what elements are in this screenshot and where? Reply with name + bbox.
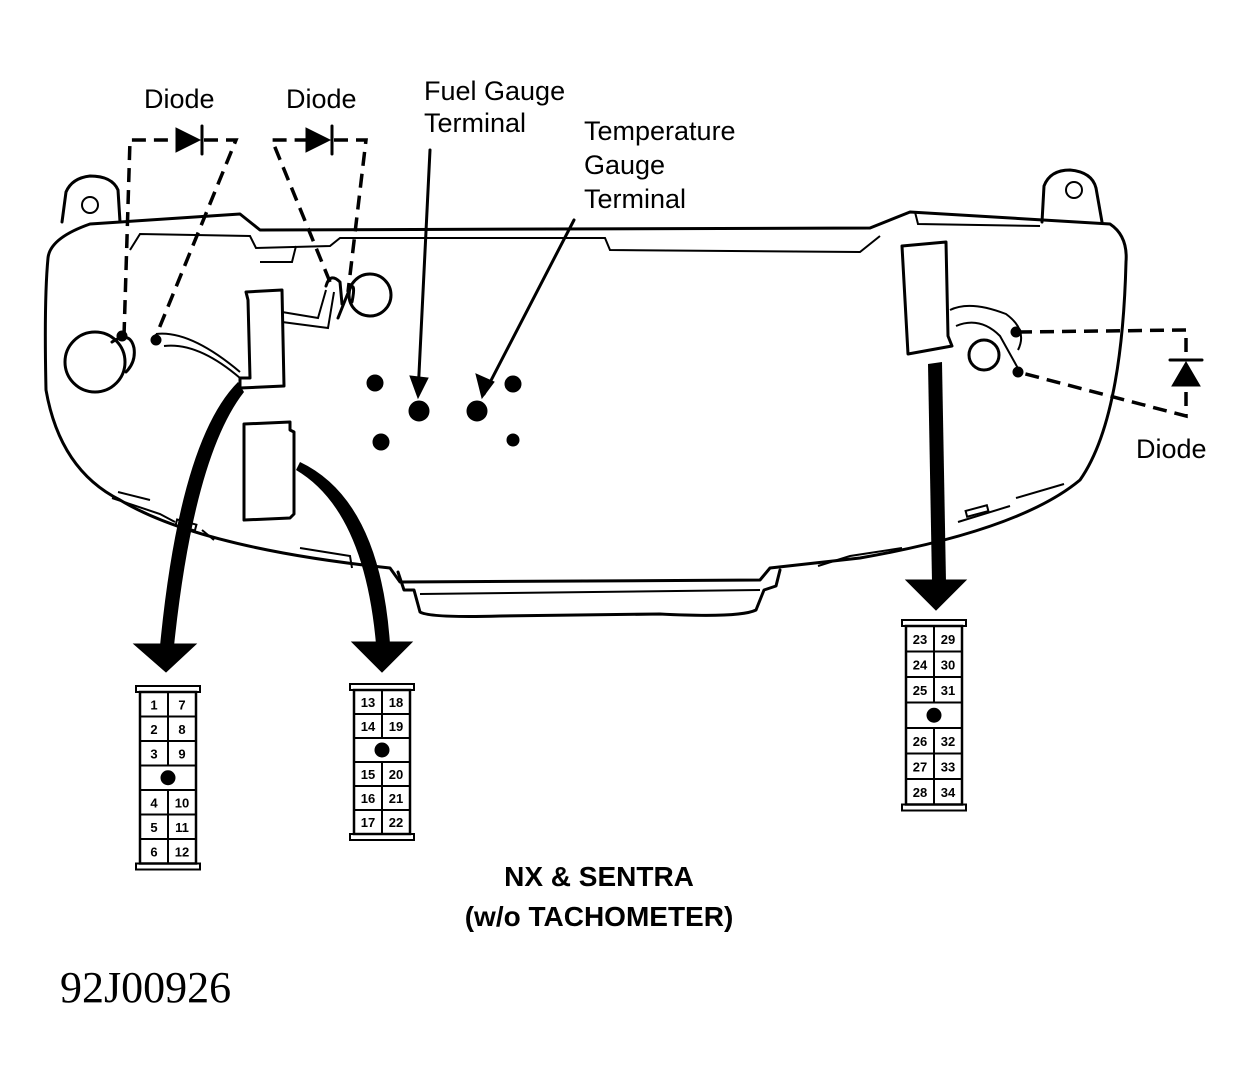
connector-middle: 13 18 14 19 15 20 16 21 17 22 <box>349 683 415 841</box>
temperature-gauge-label-line-3: Terminal <box>584 184 686 214</box>
connector-pin-label: 17 <box>361 815 375 830</box>
connector-pin-label: 11 <box>175 820 189 835</box>
connector-pin-label: 6 <box>150 844 157 859</box>
connector-pin-label: 20 <box>389 767 403 782</box>
connector-pin-label: 12 <box>175 844 189 859</box>
gauge-bosses <box>63 272 1001 394</box>
temperature-gauge-terminal <box>466 400 488 422</box>
connector-pin-label: 31 <box>941 683 955 698</box>
connector-key-dot <box>374 742 390 758</box>
connector-pin-label: 32 <box>941 734 955 749</box>
diode-label-2: Diode <box>286 84 357 114</box>
connector-pin-label: 4 <box>150 795 158 810</box>
title-line-2: (w/o TACHOMETER) <box>465 901 734 932</box>
connector-pin-label: 19 <box>389 719 403 734</box>
diode-label-1: Diode <box>144 84 215 114</box>
connector-pin-label: 21 <box>389 791 403 806</box>
connector-pin-label: 13 <box>361 695 375 710</box>
connector-pin-label: 30 <box>941 657 955 672</box>
connector-pin-label: 33 <box>941 759 955 774</box>
fuel-gauge-terminal <box>408 400 430 422</box>
connector-pin-label: 3 <box>150 746 157 761</box>
connector-pin-label: 26 <box>913 734 927 749</box>
fuel-gauge-label-line-2: Terminal <box>424 108 526 138</box>
connector-pin-label: 34 <box>941 785 956 800</box>
diode-2-circuit <box>269 124 368 293</box>
diode-label-3: Diode <box>1136 434 1207 464</box>
connector-pin-label: 23 <box>913 632 927 647</box>
terminal-dots <box>366 374 522 451</box>
connector-key-dot <box>926 707 942 723</box>
diagram-title: NX & SENTRA (w/o TACHOMETER) <box>465 861 734 932</box>
connector-pin-label: 7 <box>178 697 185 712</box>
connector-key-dot <box>160 770 176 786</box>
connector-pin-label: 10 <box>175 795 189 810</box>
leader-arrows <box>409 148 576 400</box>
connector-left: 1 7 2 8 3 9 4 10 5 11 6 12 <box>135 685 201 871</box>
temperature-gauge-label-line-1: Temperature <box>584 116 736 146</box>
figure-id: 92J00926 <box>60 963 231 1012</box>
connector-pin-label: 22 <box>389 815 403 830</box>
diode-1-circuit <box>116 124 239 346</box>
connector-pin-label: 18 <box>389 695 403 710</box>
connector-pin-label: 1 <box>150 697 157 712</box>
connector-pin-label: 29 <box>941 632 955 647</box>
temperature-gauge-label-line-2: Gauge <box>584 150 665 180</box>
connector-arrows <box>132 362 968 673</box>
cluster-housing <box>43 168 1128 618</box>
connector-pin-label: 28 <box>913 785 927 800</box>
connector-pin-label: 16 <box>361 791 375 806</box>
title-line-1: NX & SENTRA <box>504 861 694 892</box>
diode-3-circuit <box>1017 328 1204 419</box>
connector-pin-label: 24 <box>913 657 928 672</box>
connector-right: 23 29 24 30 25 31 26 32 27 33 28 34 <box>901 619 967 812</box>
cluster-connector-sockets <box>155 240 1024 522</box>
connector-pin-label: 14 <box>361 719 376 734</box>
callout-labels: Diode Diode Diode Fuel Gauge Terminal Te… <box>144 76 1207 464</box>
connector-pin-label: 15 <box>361 767 375 782</box>
fuel-gauge-label-line-1: Fuel Gauge <box>424 76 565 106</box>
connector-pin-label: 2 <box>150 722 157 737</box>
connector-pin-label: 9 <box>178 746 185 761</box>
connector-pin-label: 8 <box>178 722 185 737</box>
connector-pin-label: 25 <box>913 683 927 698</box>
connector-pin-label: 5 <box>150 820 157 835</box>
connector-pin-label: 27 <box>913 759 927 774</box>
